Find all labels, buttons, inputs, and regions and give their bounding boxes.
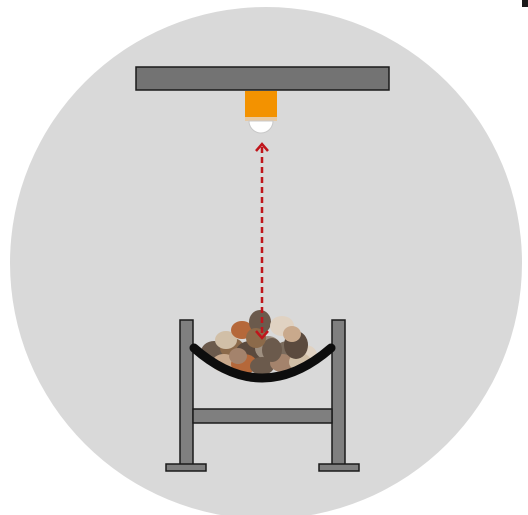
sensor-collar — [245, 117, 277, 121]
sensor-lens — [248, 120, 274, 134]
corner-mark — [522, 0, 528, 7]
beam-arrowhead-down — [255, 330, 269, 340]
right-foot — [318, 463, 360, 472]
rock-16 — [262, 338, 282, 362]
circle-background — [10, 7, 522, 515]
rock-8 — [250, 357, 274, 375]
conveyor-support-frame — [165, 319, 360, 472]
left-post — [179, 319, 194, 468]
conveyor-belt-trough — [189, 343, 336, 383]
cross-beam — [192, 408, 333, 424]
left-foot — [165, 463, 207, 472]
beam-arrowhead-up — [255, 142, 269, 152]
rock-11 — [215, 331, 237, 349]
distance-sensor-icon — [245, 91, 277, 134]
rock-13 — [249, 310, 271, 334]
measurement-beam-arrow — [255, 142, 269, 340]
ceiling-mount-bar — [135, 66, 390, 91]
right-post — [331, 319, 346, 468]
rock-19 — [283, 326, 301, 342]
rock-18 — [229, 348, 247, 364]
sensor-body — [245, 91, 277, 118]
